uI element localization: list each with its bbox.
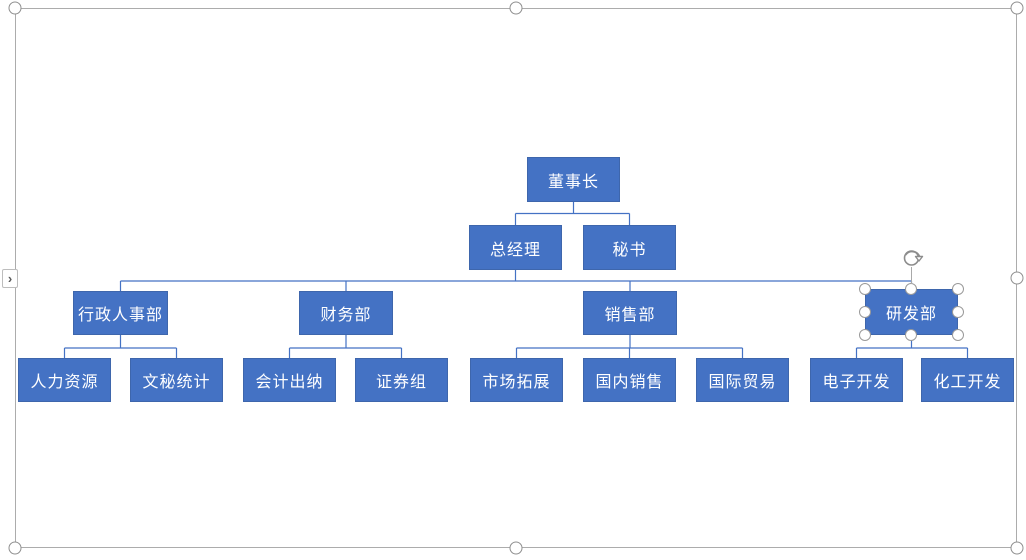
org-node-international-trade[interactable]: 国际贸易 xyxy=(696,358,789,402)
frame-resize-handle-top-left[interactable] xyxy=(8,1,22,15)
chevron-right-icon: › xyxy=(7,271,13,286)
org-node-accounting-cashier[interactable]: 会计出纳 xyxy=(243,358,336,402)
org-node-securities-group[interactable]: 证券组 xyxy=(355,358,448,402)
rotate-clockwise-icon[interactable] xyxy=(900,245,924,269)
org-node-electronics-development[interactable]: 电子开发 xyxy=(810,358,903,402)
org-node-chairman[interactable]: 董事长 xyxy=(527,157,620,202)
node-resize-handle-top-right[interactable] xyxy=(952,283,964,295)
frame-resize-handle-bottom-left[interactable] xyxy=(8,541,22,555)
org-node-domestic-sales[interactable]: 国内销售 xyxy=(583,358,676,402)
node-resize-handle-bottom-right[interactable] xyxy=(952,329,964,341)
org-node-finance-dept[interactable]: 财务部 xyxy=(299,291,393,335)
frame-resize-handle-middle-right[interactable] xyxy=(1010,271,1024,285)
frame-resize-handle-top-right[interactable] xyxy=(1010,1,1024,15)
org-node-human-resources[interactable]: 人力资源 xyxy=(18,358,111,402)
node-resize-handle-middle-left[interactable] xyxy=(859,306,871,318)
org-node-admin-hr-dept[interactable]: 行政人事部 xyxy=(73,291,168,335)
org-node-secretarial-statistics[interactable]: 文秘统计 xyxy=(130,358,223,402)
frame-resize-handle-bottom-right[interactable] xyxy=(1010,541,1024,555)
node-resize-handle-middle-right[interactable] xyxy=(952,306,964,318)
org-node-sales-dept[interactable]: 销售部 xyxy=(583,291,677,335)
org-node-secretary[interactable]: 秘书 xyxy=(583,225,676,270)
text-pane-toggle-button[interactable]: › xyxy=(2,269,18,288)
node-resize-handle-bottom-left[interactable] xyxy=(859,329,871,341)
org-node-general-manager[interactable]: 总经理 xyxy=(469,225,562,270)
frame-resize-handle-bottom-middle[interactable] xyxy=(509,541,523,555)
org-node-market-expansion[interactable]: 市场拓展 xyxy=(470,358,563,402)
smartart-selection-frame[interactable] xyxy=(15,8,1017,548)
node-resize-handle-top-middle[interactable] xyxy=(905,283,917,295)
rotate-handle-stem xyxy=(911,267,912,284)
frame-resize-handle-top-middle[interactable] xyxy=(509,1,523,15)
node-resize-handle-bottom-middle[interactable] xyxy=(905,329,917,341)
node-resize-handle-top-left[interactable] xyxy=(859,283,871,295)
org-node-chemical-development[interactable]: 化工开发 xyxy=(921,358,1014,402)
